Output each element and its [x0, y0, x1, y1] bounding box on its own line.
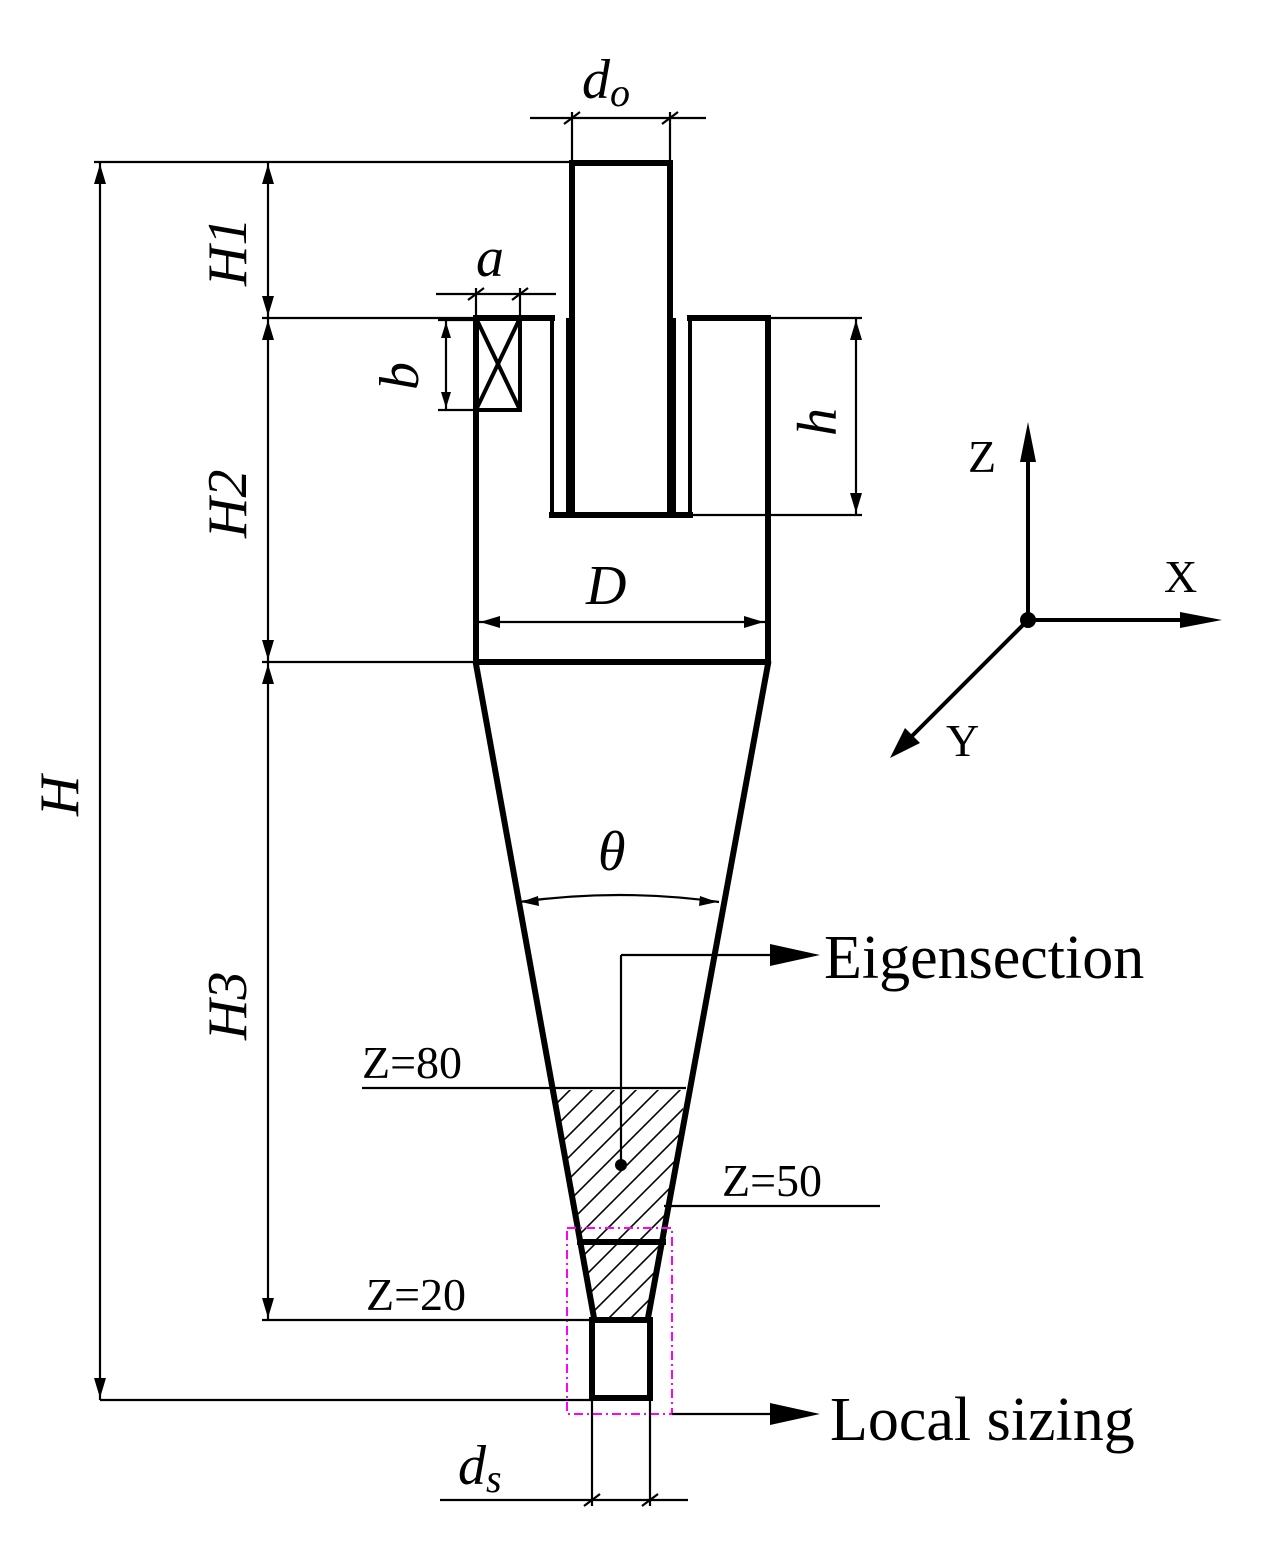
- hatch-line: [580, 1244, 620, 1318]
- axis-label-x: X: [1164, 551, 1197, 602]
- hatch-line: [615, 1090, 686, 1240]
- label-H: H: [29, 773, 91, 817]
- hatch-line: [836, 1088, 990, 1242]
- hatch-line: [556, 1090, 573, 1240]
- local-sizing-leader: [672, 1403, 820, 1425]
- dim-D: [478, 616, 766, 628]
- hatch-line: [580, 1244, 598, 1318]
- cyclone-body: [472, 160, 772, 1401]
- hatch-line: [593, 1090, 686, 1240]
- axis-label-z: Z: [968, 431, 996, 482]
- hatch-line: [556, 1090, 595, 1240]
- hatch-line: [628, 1244, 663, 1318]
- coordinate-axes: [890, 422, 1222, 758]
- hatch-line: [497, 1242, 575, 1320]
- dim-H3: [262, 662, 594, 1322]
- label-D: D: [585, 555, 626, 617]
- hatch-line: [556, 1090, 617, 1240]
- label-H2: H2: [197, 470, 259, 539]
- hatch-line: [717, 1242, 795, 1320]
- hatch-line: [637, 1090, 686, 1240]
- label-ds: ds: [458, 1435, 502, 1501]
- vortex-finder: [569, 160, 673, 518]
- hatch-line: [695, 1242, 773, 1320]
- dim-theta: [518, 893, 720, 906]
- hatch-line: [814, 1088, 968, 1242]
- dim-H: [94, 160, 592, 1402]
- hatched-lower-section: [497, 1242, 817, 1320]
- label-h: h: [787, 408, 849, 436]
- label-H3: H3: [197, 972, 259, 1041]
- hatch-line: [556, 1090, 639, 1240]
- eigensection-leader: [615, 944, 820, 1171]
- hatch-line: [556, 1090, 683, 1240]
- label-theta: θ: [598, 821, 626, 883]
- axis-label-y: Y: [946, 715, 979, 766]
- hatch-line: [571, 1090, 686, 1240]
- dim-b: [438, 318, 476, 412]
- hatched-eigensection: [396, 1088, 990, 1242]
- callout-eigensection: Eigensection: [824, 924, 1144, 992]
- hatch-line: [584, 1244, 663, 1318]
- label-z50: Z=50: [722, 1155, 822, 1206]
- dim-ds: [440, 1398, 688, 1507]
- cone-left-wall: [472, 660, 598, 1322]
- callout-local-sizing: Local sizing: [830, 1386, 1135, 1454]
- hatch-line: [673, 1242, 751, 1320]
- hatch-line: [556, 1090, 661, 1240]
- dim-h: [690, 316, 862, 517]
- hatch-line: [606, 1244, 663, 1318]
- inlet: [474, 316, 522, 412]
- hatch-line: [396, 1088, 550, 1242]
- dim-do: [530, 111, 706, 160]
- label-z80: Z=80: [362, 1037, 462, 1088]
- hatch-line: [580, 1244, 642, 1318]
- spigot: [589, 1317, 653, 1401]
- label-do: do: [582, 49, 630, 115]
- dim-a: [436, 287, 556, 318]
- label-z20: Z=20: [366, 1269, 466, 1320]
- hatch-line: [739, 1242, 817, 1320]
- dim-H2: [262, 316, 476, 664]
- label-b: b: [369, 362, 431, 390]
- dim-H1: [262, 162, 274, 318]
- cone-right-wall: [644, 660, 772, 1322]
- label-H1: H1: [197, 218, 259, 287]
- label-a: a: [476, 227, 504, 289]
